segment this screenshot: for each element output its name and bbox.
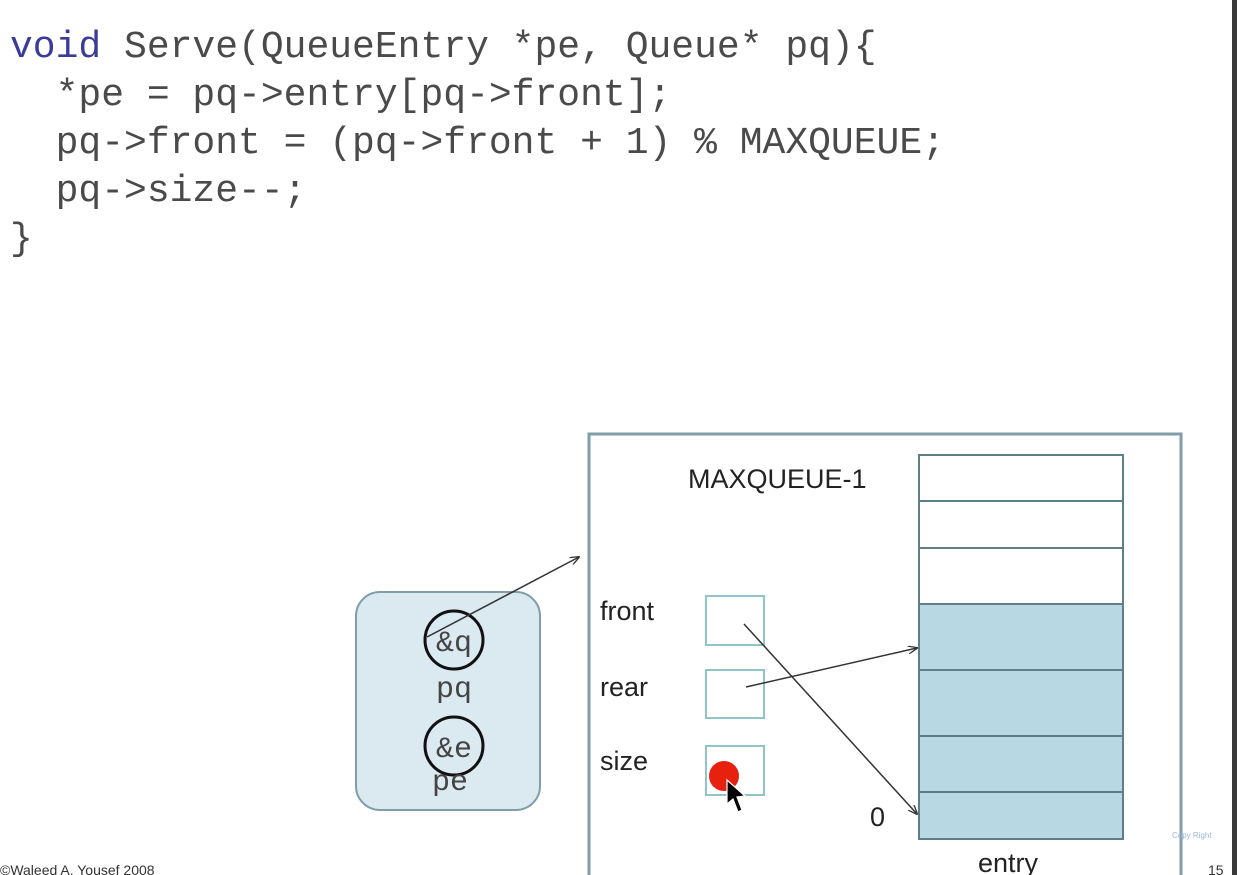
pq-pointer-circle — [423, 609, 485, 671]
pq-arrow — [426, 557, 579, 638]
mouse-cursor-icon — [726, 778, 747, 813]
entry-cell-empty — [918, 500, 1124, 549]
entry-cell-filled — [918, 735, 1124, 793]
rear-arrow — [745, 648, 917, 688]
code-block: void Serve(QueueEntry *pe, Queue* pq){ *… — [10, 24, 945, 264]
code-line-4: pq->size--; — [10, 170, 307, 213]
page-number: 15 — [1208, 862, 1224, 875]
entry-cell-empty — [918, 547, 1124, 605]
code-line-2: *pe = pq->entry[pq->front]; — [10, 74, 672, 117]
watermark: Copy Right — [1172, 831, 1212, 840]
code-line-1: void Serve(QueueEntry *pe, Queue* pq){ — [10, 24, 945, 72]
front-arrow — [743, 623, 917, 814]
rear-field — [705, 669, 765, 719]
zero-index-label: 0 — [870, 802, 885, 832]
entry-cell-filled — [918, 603, 1124, 671]
maxqueue-label: MAXQUEUE-1 — [688, 464, 867, 494]
front-field — [705, 595, 765, 646]
front-label: front — [600, 596, 655, 626]
pq-circle-label: &q — [436, 627, 472, 661]
code-line-5: } — [10, 218, 33, 261]
size-label: size — [600, 746, 648, 776]
code-line-3: pq->front = (pq->front + 1) % MAXQUEUE; — [10, 122, 945, 165]
entry-array — [918, 454, 1124, 840]
keyword-void: void — [10, 26, 102, 69]
entry-cell-empty — [918, 454, 1124, 502]
rear-label: rear — [600, 672, 648, 702]
pe-circle-label: &e — [436, 733, 472, 767]
pe-label: pe — [432, 766, 468, 800]
code-line-1-rest: Serve(QueueEntry *pe, Queue* pq){ — [101, 26, 877, 69]
pe-pointer-circle — [423, 715, 485, 777]
entry-cell-filled — [918, 791, 1124, 840]
entry-label: entry — [978, 848, 1039, 875]
entry-cell-filled — [918, 669, 1124, 737]
slide-edge — [1232, 0, 1237, 875]
local-variables-box — [355, 591, 541, 811]
pq-label: pq — [436, 673, 472, 707]
footer-author: ©Waleed A. Yousef 2008 — [0, 862, 155, 875]
